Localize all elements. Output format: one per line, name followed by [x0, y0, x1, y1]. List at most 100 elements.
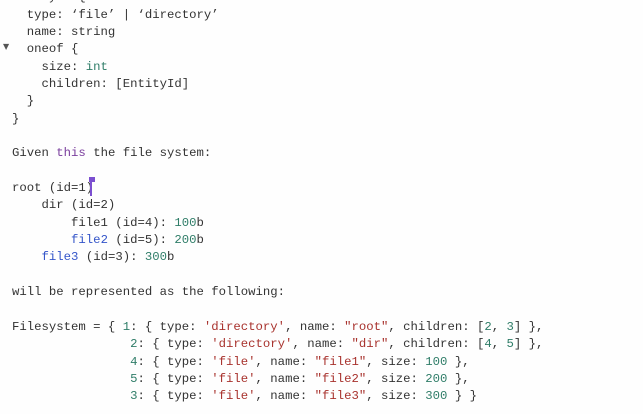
token-text: , size: — [366, 371, 426, 386]
token-text: , name: — [292, 337, 352, 352]
token-text — [12, 372, 130, 386]
token-text: , name: — [255, 354, 315, 369]
token-str: "file2" — [314, 371, 367, 386]
code-line: Given this the file system: — [12, 145, 543, 162]
token-text: Entity = { — [12, 0, 86, 4]
token-str: 'file' — [211, 389, 256, 404]
code-line: } — [12, 111, 543, 128]
token-text: } — [12, 94, 35, 109]
token-str: 'directory' — [203, 319, 286, 334]
token-text: } } — [447, 389, 477, 404]
token-num: 200 — [425, 371, 448, 386]
token-text: : { type: — [137, 337, 212, 352]
token-text: root (id=1) — [12, 181, 94, 196]
token-text: the file system: — [85, 146, 212, 161]
token-text — [12, 389, 130, 403]
token-num: 4 — [130, 354, 138, 369]
token-str: "file3" — [314, 389, 367, 404]
token-text — [12, 337, 130, 351]
token-kw: this — [56, 146, 86, 161]
code-line: 3: { type: 'file', name: "file3", size: … — [12, 388, 543, 405]
token-text: (id=5): — [107, 233, 175, 248]
code-line: 5: { type: 'file', name: "file2", size: … — [12, 371, 543, 388]
fold-toggle-icon[interactable]: ▼ — [3, 42, 10, 51]
token-text: will be represented as the following: — [12, 285, 286, 300]
token-text: b — [167, 250, 175, 265]
token-num: 2 — [484, 319, 492, 334]
token-str: "dir" — [351, 337, 389, 352]
token-num: 300 — [144, 250, 167, 265]
token-str: 'directory' — [211, 337, 293, 352]
token-str: "root" — [344, 319, 389, 334]
token-text: (id=3): — [78, 250, 145, 265]
token-text: , size: — [366, 354, 426, 369]
code-line: dir (id=2) — [12, 197, 543, 214]
token-text: file1 (id=4): — [12, 215, 175, 230]
code-line — [12, 128, 543, 145]
token-num: 3 — [130, 389, 138, 404]
token-num: 5 — [506, 337, 514, 352]
code-line: Entity = { — [12, 0, 543, 7]
token-text: , children: [ — [388, 337, 485, 352]
token-num: 100 — [425, 354, 448, 369]
token-text: : { type: — [137, 389, 212, 404]
token-text: }, — [447, 354, 470, 369]
code-line: file3 (id=3): 300b — [12, 249, 543, 266]
code-line — [12, 302, 543, 319]
token-text: dir (id=2) — [12, 198, 116, 213]
token-text: , — [491, 319, 507, 334]
token-text: , children: [ — [388, 319, 485, 334]
code-line: } — [12, 93, 543, 110]
code-line: children: [EntityId] — [12, 76, 543, 93]
token-text: type: ‘file’ | ‘directory’ — [12, 7, 219, 22]
token-text: b — [196, 215, 204, 230]
token-link: file3 — [41, 250, 79, 265]
token-text: : { type: — [137, 354, 212, 369]
text-cursor — [90, 180, 92, 196]
code-line — [12, 267, 543, 284]
token-text: , name: — [255, 371, 315, 386]
code-line: oneof { — [12, 41, 543, 58]
token-num: 300 — [425, 389, 448, 404]
token-text: size: — [12, 59, 86, 74]
code-line: root (id=1) — [12, 180, 543, 197]
token-num: 3 — [506, 319, 514, 334]
token-link: file2 — [71, 233, 108, 248]
token-num: 5 — [130, 371, 138, 386]
token-text: ] }, — [513, 319, 544, 334]
code-line: Filesystem = { 1: { type: 'directory', n… — [12, 319, 543, 336]
token-num: 1 — [122, 319, 131, 334]
code-line: 4: { type: 'file', name: "file1", size: … — [12, 354, 543, 371]
token-text: : { type: — [130, 319, 204, 334]
token-text — [12, 233, 71, 247]
token-str: 'file' — [211, 371, 256, 386]
token-num: int — [85, 59, 108, 74]
token-text: }, — [447, 371, 470, 386]
token-text: Given — [12, 146, 57, 161]
code-line: file2 (id=5): 200b — [12, 232, 543, 249]
token-text: , size: — [366, 389, 426, 404]
token-text: : { type: — [137, 371, 212, 386]
code-line: file1 (id=4): 100b — [12, 215, 543, 232]
token-num: 4 — [484, 337, 492, 352]
token-text: } — [12, 111, 20, 126]
token-text: ] }, — [513, 337, 544, 352]
token-str: 'file' — [211, 354, 256, 369]
code-line: name: string — [12, 24, 543, 41]
token-text: , — [491, 337, 507, 352]
collaborator-cursor-flag — [89, 177, 95, 182]
token-text: Filesystem = { — [12, 319, 123, 334]
token-num: 200 — [174, 233, 197, 248]
token-text: children: [EntityId] — [12, 77, 190, 92]
token-text — [12, 355, 130, 369]
token-text: b — [196, 233, 204, 248]
token-str: "file1" — [314, 354, 367, 369]
code-editor[interactable]: Entity = { type: ‘file’ | ‘directory’ na… — [12, 0, 543, 406]
code-line: type: ‘file’ | ‘directory’ — [12, 7, 543, 24]
token-text: , name: — [285, 319, 345, 334]
token-num: 2 — [130, 337, 138, 352]
token-text: name: string — [12, 25, 116, 39]
token-num: 100 — [174, 215, 197, 230]
token-text — [12, 250, 42, 264]
code-line: 2: { type: 'directory', name: "dir", chi… — [12, 336, 543, 353]
